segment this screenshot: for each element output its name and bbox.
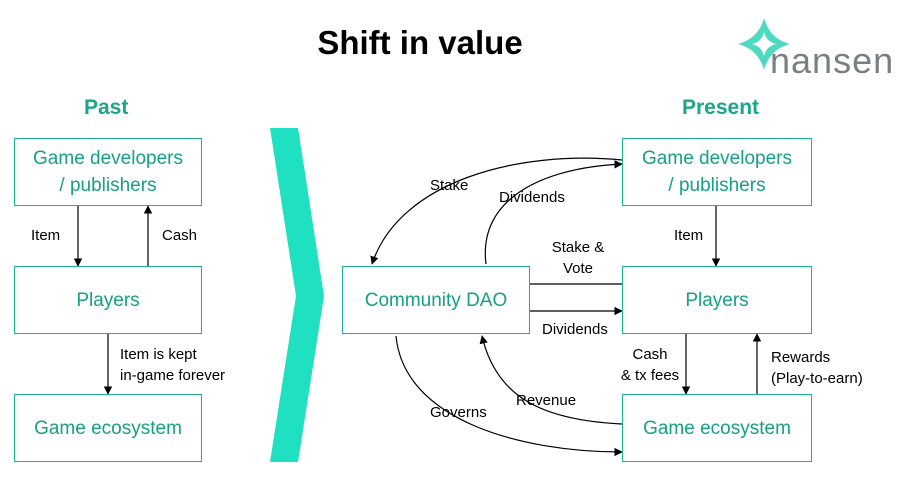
present-ecosystem-box: Game ecosystem — [622, 394, 812, 462]
present-stake-curve — [370, 157, 623, 265]
present-stake-label: Stake — [430, 177, 469, 194]
present-dividends-mid-label: Dividends — [542, 321, 608, 338]
present-players-label: Players — [685, 289, 749, 311]
present-developers-box: Game developers / publishers — [622, 138, 812, 206]
past-heading: Past — [84, 96, 129, 119]
nansen-logo-mark — [738, 18, 790, 70]
present-rewards-label: Rewards (Play-to-earn) — [771, 349, 863, 387]
past-kept-label: Item is kept in-game forever — [120, 346, 226, 384]
nansen-logo: nansen — [734, 14, 904, 81]
present-item-label: Item — [674, 227, 704, 244]
page-title: Shift in value — [317, 24, 523, 61]
present-dao-box: Community DAO — [342, 266, 530, 334]
present-governs-curve — [395, 335, 623, 457]
chevron-arrow-shape — [270, 128, 324, 462]
present-dividends-curve — [484, 160, 623, 265]
past-developers-label: Game developers / publishers — [33, 148, 183, 196]
present-dividends-top-label: Dividends — [499, 189, 565, 206]
past-ecosystem-label: Game ecosystem — [34, 417, 182, 439]
present-revenue-curve — [479, 335, 623, 425]
present-players-box: Players — [622, 266, 812, 334]
present-revenue-label: Revenue — [516, 392, 577, 409]
present-dao-label: Community DAO — [364, 289, 508, 311]
past-item-label: Item — [31, 227, 61, 244]
present-ecosystem-label: Game ecosystem — [643, 417, 791, 439]
present-stake-vote-label: Stake & Vote — [551, 239, 605, 277]
brand-name: nansen — [770, 40, 895, 81]
present-cash-fees-label: Cash & tx fees — [620, 346, 680, 384]
past-players-box: Players — [14, 266, 202, 334]
past-ecosystem-box: Game ecosystem — [14, 394, 202, 462]
present-governs-label: Governs — [430, 404, 487, 421]
present-developers-label: Game developers / publishers — [642, 148, 792, 196]
past-cash-label: Cash — [162, 227, 198, 244]
past-players-label: Players — [76, 289, 140, 311]
present-heading: Present — [682, 96, 760, 119]
past-developers-box: Game developers / publishers — [14, 138, 202, 206]
